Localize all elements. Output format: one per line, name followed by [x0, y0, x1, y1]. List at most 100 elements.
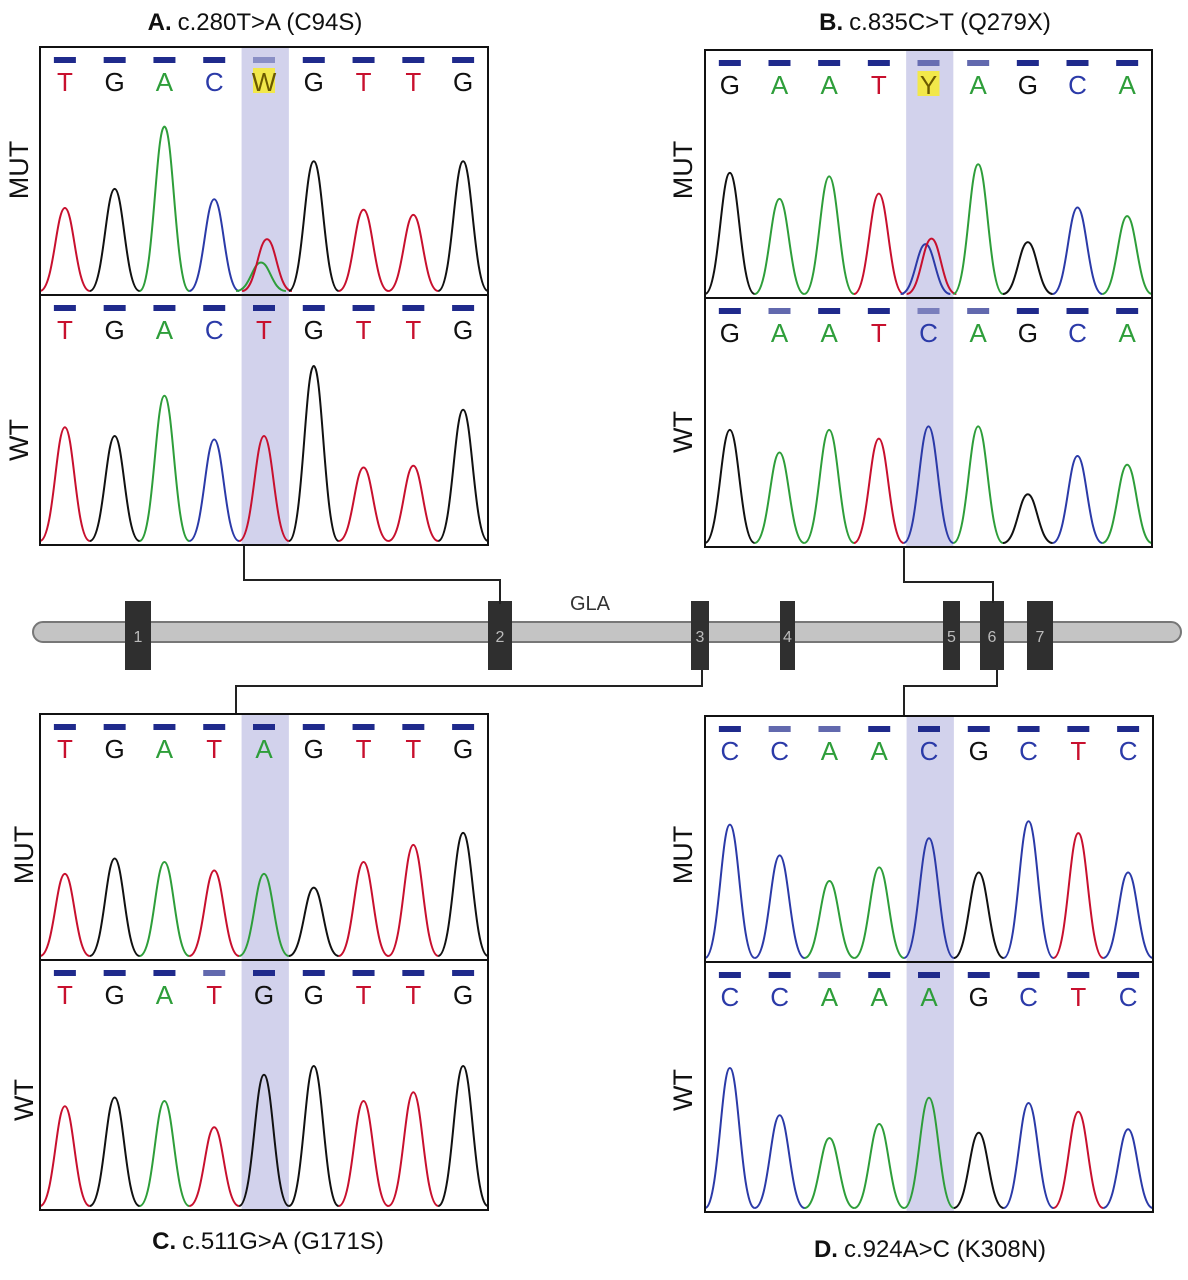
quality-bar	[203, 57, 226, 63]
base-call: G	[105, 67, 125, 97]
trace-peak	[952, 425, 1004, 544]
base-call: A	[156, 315, 174, 345]
base-call: G	[304, 315, 324, 345]
base-call: A	[156, 734, 174, 764]
trace-peak	[39, 1105, 91, 1207]
base-call: T	[1070, 736, 1086, 766]
quality-bar	[103, 970, 126, 976]
trace-peak	[754, 854, 806, 959]
exon-box	[943, 601, 960, 670]
quality-bar	[203, 305, 226, 311]
trace-peak	[188, 198, 240, 292]
quality-bar	[302, 57, 325, 63]
quality-bar	[1017, 972, 1040, 978]
quality-bar	[253, 57, 275, 63]
base-call: C	[720, 982, 739, 1012]
trace-peak	[704, 428, 756, 544]
panel-c-title: C.c.511G>A (G171S)	[152, 1228, 384, 1255]
quality-bar	[1067, 972, 1090, 978]
quality-bar	[452, 57, 475, 63]
row-label-b-mut: MUT	[668, 141, 698, 199]
quality-bar	[352, 305, 375, 311]
ambiguous-call-bg	[917, 71, 940, 96]
trace-peak	[437, 408, 489, 542]
quality-bar	[917, 60, 940, 66]
base-call: T	[356, 315, 372, 345]
exon-label: 5	[947, 629, 956, 646]
base-call: A	[1118, 318, 1136, 348]
quality-bar	[352, 970, 375, 976]
quality-bar	[718, 308, 741, 314]
base-call: C	[770, 736, 789, 766]
trace-peak	[754, 1114, 806, 1209]
trace-peak	[903, 837, 955, 959]
exon-label: 6	[988, 629, 997, 646]
chromatogram-frame	[704, 961, 1154, 1213]
quality-bar	[153, 970, 176, 976]
quality-bar	[1117, 726, 1140, 732]
trace-peak	[437, 831, 489, 957]
trace-peak	[853, 1122, 905, 1209]
quality-bar	[1067, 726, 1090, 732]
connector-d	[903, 670, 998, 716]
quality-bar	[302, 970, 325, 976]
base-call: G	[1018, 70, 1038, 100]
quality-bar	[868, 726, 891, 732]
trace-peak	[803, 175, 855, 295]
quality-bar	[918, 972, 940, 978]
base-call: C	[1068, 70, 1087, 100]
trace-peak	[39, 206, 91, 292]
quality-bar	[452, 305, 475, 311]
chromatogram-frame	[704, 297, 1153, 548]
exon-box	[691, 601, 709, 670]
base-call: G	[720, 318, 740, 348]
trace-peak	[804, 1136, 855, 1209]
exon-label: 3	[696, 629, 705, 646]
trace-peak	[953, 871, 1005, 959]
quality-bar	[402, 970, 425, 976]
base-call: G	[105, 734, 125, 764]
base-call: A	[871, 736, 889, 766]
quality-bar	[967, 60, 990, 66]
panel-a-title: A.c.280T>A (C94S)	[148, 9, 363, 36]
row-label-a-mut: MUT	[4, 141, 34, 199]
trace-peak	[138, 125, 191, 292]
trace-peak	[387, 213, 439, 292]
exon-label: 1	[134, 629, 143, 646]
trace-peak	[1052, 1110, 1104, 1209]
base-call: A	[1118, 70, 1136, 100]
trace-peak	[754, 451, 805, 544]
base-call: G	[304, 734, 324, 764]
base-call: T	[405, 980, 421, 1010]
quality-bar	[402, 57, 425, 63]
connector-a	[243, 545, 501, 604]
base-call: T	[57, 980, 73, 1010]
quality-bar	[103, 305, 126, 311]
base-call: A	[156, 980, 174, 1010]
trace-peak	[387, 464, 439, 542]
base-call: C	[919, 318, 938, 348]
trace-peak	[1052, 206, 1103, 295]
mutation-highlight	[241, 715, 289, 1209]
chromatogram-frame	[39, 294, 489, 546]
gene-bar	[32, 621, 1182, 643]
trace-peak	[437, 160, 489, 292]
quality-bar	[153, 57, 176, 63]
quality-bar	[718, 60, 741, 66]
base-call: T	[405, 67, 421, 97]
quality-bar	[867, 308, 890, 314]
trace-peak	[437, 1064, 489, 1207]
trace-peak	[238, 434, 290, 542]
trace-peak	[338, 1099, 389, 1207]
exon-box	[125, 601, 151, 670]
quality-bar	[967, 972, 990, 978]
base-call: C	[1019, 736, 1038, 766]
base-call: T	[405, 734, 421, 764]
panel-d-title: D.c.924A>C (K308N)	[814, 1236, 1046, 1263]
